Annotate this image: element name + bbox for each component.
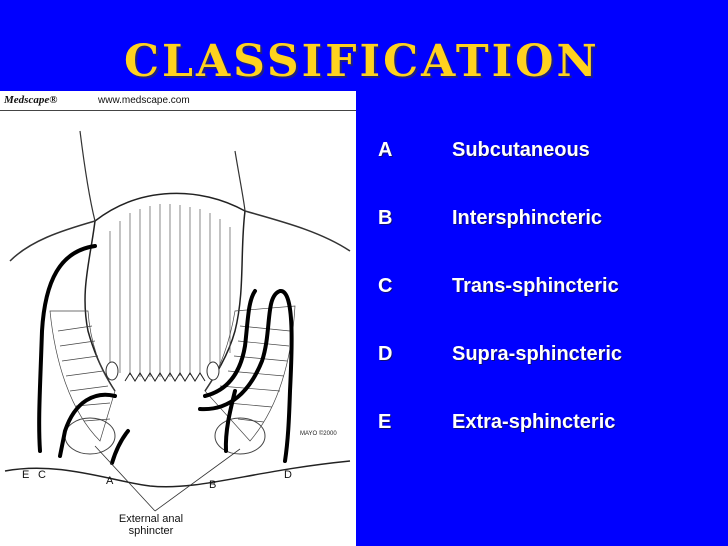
classification-letter: B bbox=[378, 207, 393, 229]
levator-right bbox=[244, 210, 351, 252]
classification-label: Trans-sphincteric bbox=[452, 275, 619, 297]
label-c: C bbox=[38, 469, 46, 481]
levator-left bbox=[9, 220, 96, 262]
label-b: B bbox=[209, 479, 217, 491]
classification-letter: E bbox=[378, 411, 392, 433]
anal-fistula-diagram bbox=[4, 130, 351, 512]
rectal-top bbox=[94, 192, 246, 222]
mucosa-hatching bbox=[109, 204, 231, 377]
classification-item-d: D Supra-sphincteric bbox=[378, 340, 718, 374]
header-divider bbox=[0, 110, 356, 111]
slide-title: CLASSIFICATION bbox=[124, 36, 600, 87]
classification-item-b: B Intersphincteric bbox=[378, 204, 718, 238]
figure-url: www.medscape.com bbox=[98, 95, 190, 106]
dentate-line bbox=[124, 372, 206, 382]
classification-letter: A bbox=[378, 139, 393, 161]
label-a: A bbox=[106, 475, 114, 487]
classification-label: Extra-sphincteric bbox=[452, 411, 616, 433]
classification-letter: C bbox=[378, 275, 393, 297]
anal-glands bbox=[105, 361, 220, 381]
tract-supra-sphincteric bbox=[198, 289, 294, 463]
classification-item-a: A Subcutaneous bbox=[378, 136, 718, 170]
caption-leaders bbox=[94, 445, 241, 512]
anatomy-figure: Medscape® www.medscape.com bbox=[0, 91, 356, 546]
peritoneal-left bbox=[79, 130, 96, 222]
label-e: E bbox=[22, 469, 30, 481]
classification-list: A Subcutaneous B Intersphincteric C Tran… bbox=[378, 136, 718, 442]
perineal-skin bbox=[4, 460, 351, 488]
classification-item-c: C Trans-sphincteric bbox=[378, 272, 718, 306]
tract-right-low bbox=[223, 389, 237, 453]
figure-header: Medscape® www.medscape.com bbox=[0, 91, 356, 111]
figure-caption: External anal sphincter bbox=[118, 513, 184, 537]
classification-letter: D bbox=[378, 343, 393, 365]
classification-label: Intersphincteric bbox=[452, 207, 603, 229]
medscape-logo: Medscape® bbox=[4, 94, 58, 106]
mayo-stamp: MAYO ©2000 bbox=[300, 431, 337, 437]
classification-label: Supra-sphincteric bbox=[452, 343, 623, 365]
tract-extra-sphincteric bbox=[37, 244, 97, 453]
classification-item-e: E Extra-sphincteric bbox=[378, 408, 718, 442]
right-subcutaneous-sphincter bbox=[214, 417, 266, 455]
fistula-tracts bbox=[37, 244, 294, 465]
left-subcutaneous-sphincter bbox=[64, 417, 116, 455]
tract-trans-sphincteric bbox=[58, 392, 117, 458]
classification-label: Subcutaneous bbox=[452, 139, 590, 161]
label-d: D bbox=[284, 469, 292, 481]
tract-intersphincteric bbox=[203, 289, 257, 398]
tract-subcutaneous bbox=[110, 429, 130, 465]
peritoneal-right bbox=[234, 150, 246, 212]
